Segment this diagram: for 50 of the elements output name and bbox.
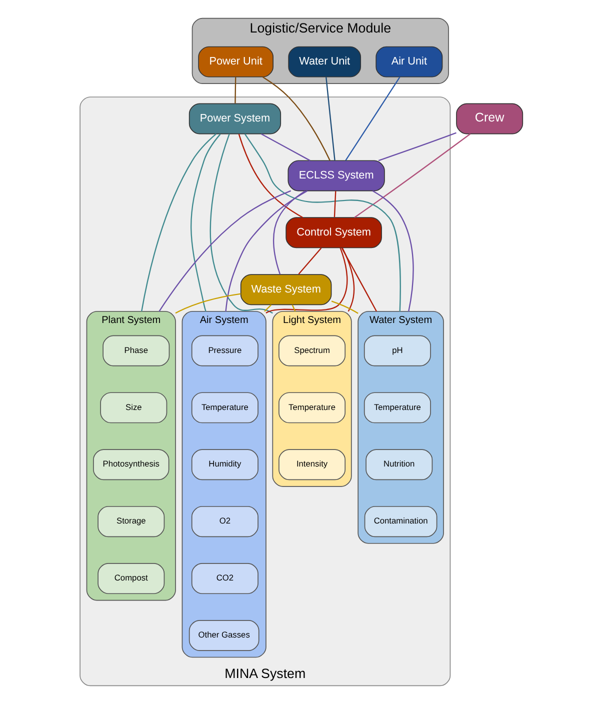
node-box: Spectrum bbox=[278, 335, 346, 366]
node-box: Other Gasses bbox=[188, 620, 260, 651]
connector bbox=[354, 133, 471, 218]
node-box: pH bbox=[364, 335, 431, 366]
connector bbox=[158, 190, 292, 312]
connector bbox=[266, 248, 348, 314]
connector bbox=[261, 133, 310, 162]
connector bbox=[141, 133, 217, 312]
node-box: Power Unit bbox=[198, 46, 274, 78]
node-box: Waste System bbox=[240, 274, 332, 306]
connector bbox=[292, 304, 296, 312]
node-box: Control System bbox=[286, 217, 382, 248]
node-box: ECLSS System bbox=[288, 160, 385, 192]
node-box: Photosynthesis bbox=[93, 449, 170, 480]
connector bbox=[342, 248, 355, 312]
node-box: Contamination bbox=[364, 506, 438, 538]
node-box: CO2 bbox=[191, 563, 258, 594]
node-box: Size bbox=[100, 392, 168, 424]
connector bbox=[175, 293, 241, 314]
node-box: Phase bbox=[102, 335, 170, 366]
connector bbox=[331, 300, 358, 314]
node-box: Intensity bbox=[278, 449, 346, 480]
node-box: Storage bbox=[98, 506, 165, 538]
node-box: Power System bbox=[188, 103, 282, 134]
connector bbox=[273, 190, 306, 274]
node-box: Temperature bbox=[278, 392, 346, 424]
connector bbox=[298, 248, 322, 275]
connector bbox=[264, 304, 272, 312]
node-box: Pressure bbox=[191, 335, 258, 366]
connector bbox=[341, 248, 378, 312]
node-box: Humidity bbox=[191, 449, 258, 480]
connector bbox=[210, 134, 273, 314]
node-box: Water Unit bbox=[288, 46, 362, 78]
connector bbox=[244, 134, 401, 312]
node-box: Compost bbox=[98, 563, 165, 594]
connector bbox=[234, 77, 236, 104]
node-box: Air Unit bbox=[376, 46, 443, 78]
connector bbox=[326, 77, 336, 161]
connector bbox=[334, 191, 336, 218]
connector bbox=[190, 134, 221, 312]
connector bbox=[225, 190, 308, 312]
connector bbox=[238, 134, 303, 218]
node-box: Nutrition bbox=[366, 449, 433, 480]
node-box: Temperature bbox=[191, 392, 258, 424]
connector bbox=[378, 132, 456, 162]
connector bbox=[372, 190, 414, 312]
node-box: Crew bbox=[456, 103, 524, 134]
node-box: O2 bbox=[191, 506, 258, 538]
connector bbox=[345, 76, 400, 161]
node-box: Temperature bbox=[364, 392, 431, 424]
